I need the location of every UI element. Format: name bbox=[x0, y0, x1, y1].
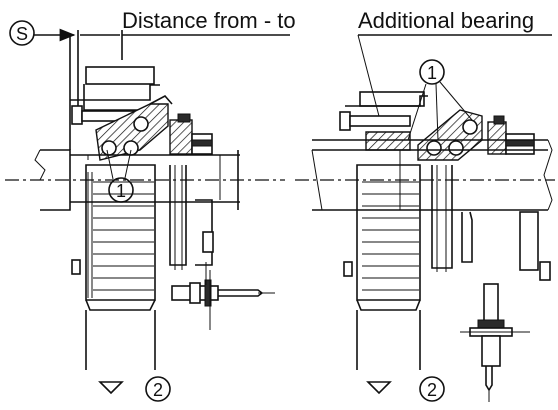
right-callout-1-label: 1 bbox=[427, 63, 437, 83]
right-gear-wheel bbox=[356, 164, 421, 370]
right-assembly: Additional bearing bbox=[295, 8, 555, 402]
left-assembly: S Distance from - to bbox=[5, 8, 296, 402]
right-callout-2-label: 2 bbox=[427, 380, 437, 400]
additional-bearing-label: Additional bearing bbox=[358, 8, 534, 33]
right-arrow-2: 2 bbox=[366, 376, 445, 402]
left-arrow-2: 2 bbox=[98, 376, 171, 402]
left-sensor bbox=[171, 262, 275, 330]
left-callout-1-label: 1 bbox=[116, 181, 126, 201]
s-label: S bbox=[16, 24, 28, 44]
s-marker: S bbox=[9, 20, 76, 46]
left-callout-1: 1 bbox=[106, 149, 134, 203]
left-callout-2-label: 2 bbox=[153, 380, 163, 400]
distance-dimension: Distance from - to bbox=[77, 8, 296, 120]
right-sensor bbox=[460, 283, 530, 402]
left-gear-wheel bbox=[85, 164, 156, 370]
distance-label: Distance from - to bbox=[122, 8, 296, 33]
right-callout-1: 1 bbox=[407, 59, 473, 141]
